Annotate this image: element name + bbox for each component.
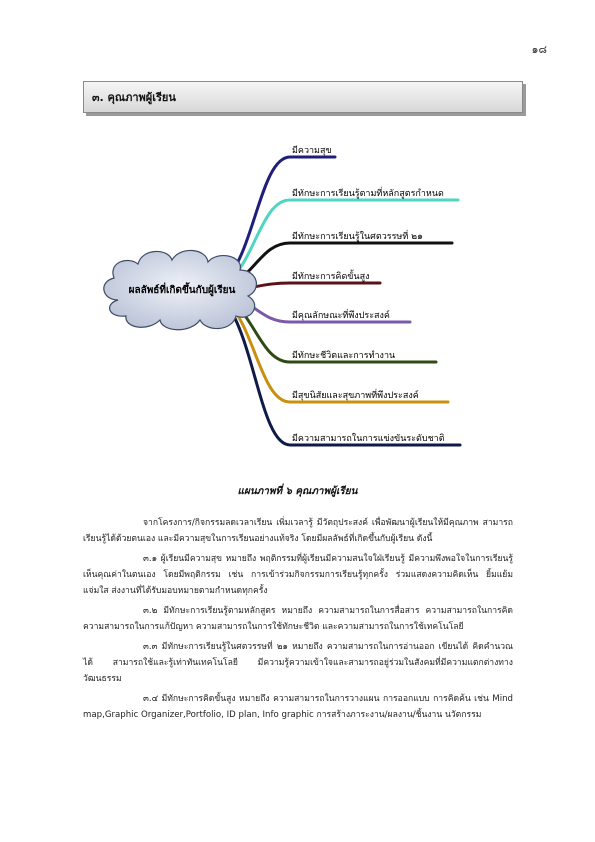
branch-label: มีทักษะการเรียนรู้ตามที่หลักสูตรกำหนด [292, 189, 444, 199]
paragraph-3-2: ๓.๒ มีทักษะการเรียนรู้ตามหลักสูตร หมายถึ… [83, 606, 513, 632]
branch-label: มีทักษะการคิดขั้นสูง [292, 272, 370, 282]
mindmap-center-label: ผลลัพธ์ที่เกิดขึ้นกับผู้เรียน [128, 285, 236, 296]
section-title: ๓. คุณภาพผู้เรียน [92, 91, 176, 104]
branch-label: มีคุณลักษณะที่พึงประสงค์ [292, 311, 390, 321]
branch-label: มีความสามารถในการแข่งขันระดับชาติ [292, 434, 445, 444]
mindmap-svg [103, 155, 462, 447]
branch-label: มีความสุข [292, 146, 332, 156]
branch-label: มีทักษะชีวิตและการทำงาน [292, 351, 396, 361]
center-cloud [103, 249, 257, 331]
body-text: จากโครงการ/กิจกรรมลดเวลาเรียน เพิ่มเวลาร… [83, 515, 513, 723]
section-header: ๓. คุณภาพผู้เรียน [83, 81, 523, 113]
paragraph-3-3: ๓.๓ มีทักษะการเรียนรู้ในศตวรรษที่ ๒๑ หมา… [83, 642, 513, 684]
figure-caption: แผนภาพที่ ๖ คุณภาพผู้เรียน [237, 486, 358, 497]
branch-label: มีทักษะการเรียนรู้ในศตวรรษที่ ๒๑ [292, 232, 423, 242]
branch-label: มีสุขนิสัยและสุขภาพที่พึงประสงค์ [292, 391, 419, 401]
branch-line [226, 304, 462, 447]
page-number: ๑๘ [531, 43, 547, 56]
paragraph-3-4: ๓.๔ มีทักษะการคิดขั้นสูง หมายถึง ความสาม… [83, 694, 513, 720]
paragraph-3-1: ๓.๑ ผู้เรียนมีความสุข หมายถึง พฤติกรรมที… [83, 554, 513, 596]
paragraph-intro: จากโครงการ/กิจกรรมลดเวลาเรียน เพิ่มเวลาร… [83, 518, 513, 544]
